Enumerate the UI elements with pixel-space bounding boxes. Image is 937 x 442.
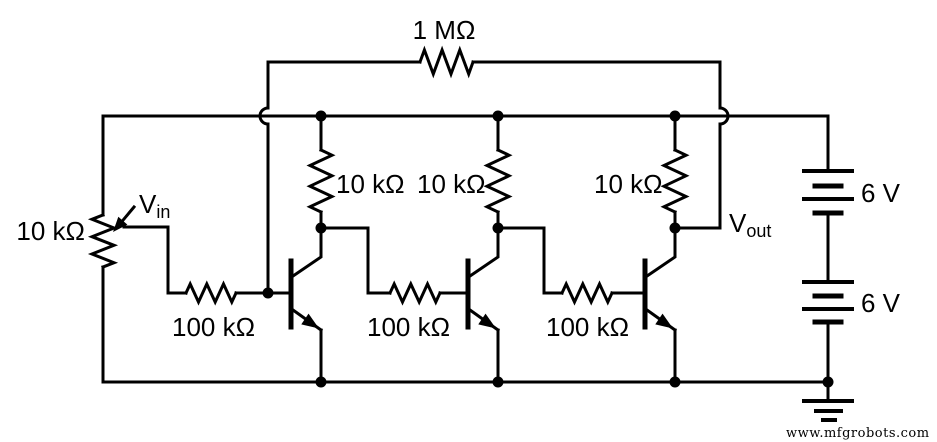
transistor-q3 [642, 226, 678, 384]
base-resistor-2 [319, 226, 468, 306]
ground-icon [802, 380, 854, 422]
feedback-resistor [258, 45, 730, 295]
collector-resistor-1-label: 10 kΩ [336, 169, 405, 199]
potentiometer-label: 10 kΩ [16, 216, 85, 246]
feedback-resistor-label: 1 MΩ [412, 15, 476, 45]
wire-hop-right [718, 106, 730, 126]
v-out-label: Vout [729, 210, 771, 240]
transistor-q1 [288, 226, 324, 384]
junction-dots [262, 110, 834, 388]
base-resistor-2-label: 100 kΩ [367, 312, 451, 342]
collector-resistor-3-label: 10 kΩ [594, 169, 663, 199]
battery-2 [802, 211, 854, 384]
base-resistor-1-label: 100 kΩ [172, 312, 256, 342]
battery-2-label: 6 V [861, 288, 901, 318]
collector-resistor-2 [483, 114, 513, 230]
pot-wiper-arrow [113, 204, 170, 232]
battery-1 [802, 114, 854, 216]
base-resistor-3-label: 100 kΩ [546, 312, 630, 342]
v-in-main: V [139, 189, 157, 219]
transistor-q2 [465, 226, 501, 384]
v-in-sub: in [156, 202, 171, 222]
collector-resistor-3 [660, 114, 690, 230]
collector-resistor-1 [306, 114, 336, 230]
base-resistor-3 [496, 226, 645, 306]
battery-1-label: 6 V [861, 178, 901, 208]
watermark-text: www.mfgrobots.com [786, 426, 930, 441]
wire-hop-left [258, 106, 270, 126]
v-out-main: V [729, 208, 747, 238]
collector-resistor-2-label: 10 kΩ [417, 169, 486, 199]
potentiometer [87, 114, 170, 384]
v-in-label: Vin [139, 191, 170, 221]
v-out-sub: out [746, 221, 772, 241]
